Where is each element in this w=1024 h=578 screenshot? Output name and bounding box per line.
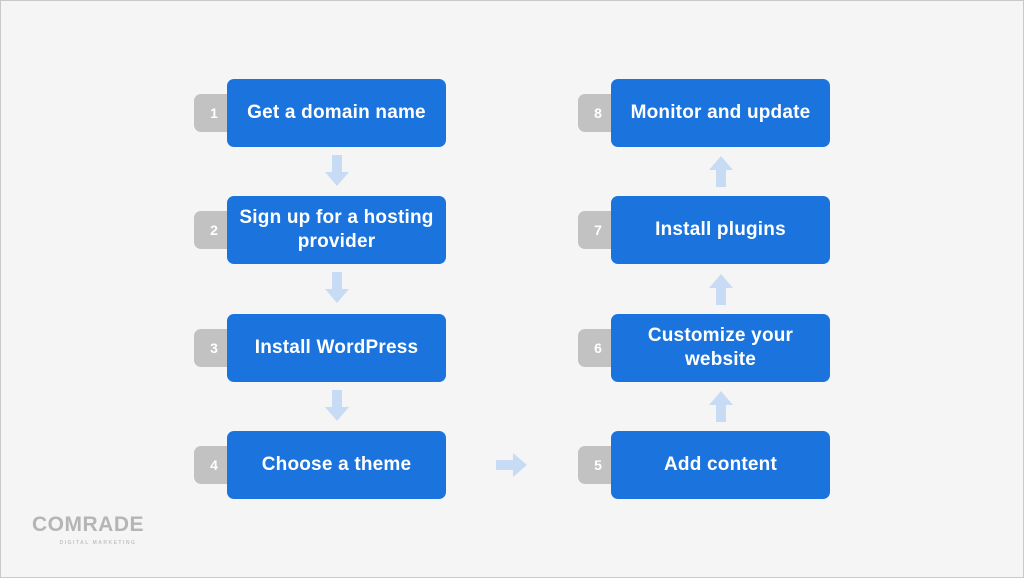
- step-label: Add content: [663, 454, 778, 475]
- step-8: 8 Monitor and update: [578, 79, 830, 147]
- arrow-up-icon: [709, 391, 733, 422]
- step-box: Sign up for a hosting provider: [227, 196, 446, 264]
- step-label: Install WordPress: [254, 337, 419, 358]
- step-label: Install plugins: [655, 219, 786, 240]
- arrow-down-icon: [325, 272, 349, 303]
- step-1: 1 Get a domain name: [194, 79, 446, 147]
- logo-name: COMRADE: [32, 513, 144, 536]
- arrow-down-icon: [325, 155, 349, 186]
- arrow-up-icon: [709, 156, 733, 187]
- logo-tagline: DIGITAL MARKETING: [59, 540, 137, 546]
- step-4: 4 Choose a theme: [194, 431, 446, 499]
- step-box: Add content: [611, 431, 830, 499]
- step-label: Monitor and update: [630, 102, 811, 123]
- step-7: 7 Install plugins: [578, 196, 830, 264]
- arrow-up-icon: [709, 274, 733, 305]
- step-box: Monitor and update: [611, 79, 830, 147]
- arrow-down-icon: [325, 390, 349, 421]
- comrade-logo: COMRADE DIGITAL MARKETING: [32, 512, 164, 546]
- step-box: Customize your website: [611, 314, 830, 382]
- arrow-right-icon: [496, 453, 527, 477]
- step-box: Get a domain name: [227, 79, 446, 147]
- step-label: Customize your website: [647, 325, 794, 370]
- step-6: 6 Customize your website: [578, 314, 830, 382]
- step-label: Sign up for a hosting provider: [239, 207, 434, 252]
- step-2: 2 Sign up for a hosting provider: [194, 196, 446, 264]
- step-3: 3 Install WordPress: [194, 314, 446, 382]
- step-label: Get a domain name: [247, 102, 426, 123]
- step-box: Install plugins: [611, 196, 830, 264]
- step-box: Choose a theme: [227, 431, 446, 499]
- step-5: 5 Add content: [578, 431, 830, 499]
- step-box: Install WordPress: [227, 314, 446, 382]
- step-label: Choose a theme: [261, 454, 412, 475]
